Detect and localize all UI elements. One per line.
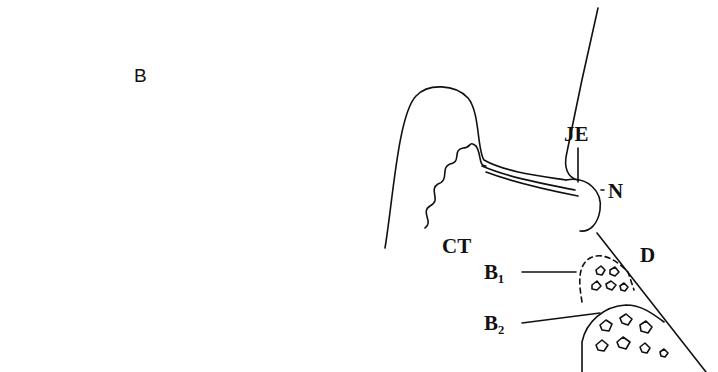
panel-letter: B — [134, 66, 147, 85]
tissue-label: N — [608, 181, 623, 202]
bone-label: B₂ — [484, 313, 504, 334]
tissue-label: CT — [442, 236, 471, 257]
tissue-label: D — [640, 245, 655, 266]
tissue-label: JE — [564, 124, 589, 145]
bone-label: B₁ — [484, 262, 504, 283]
